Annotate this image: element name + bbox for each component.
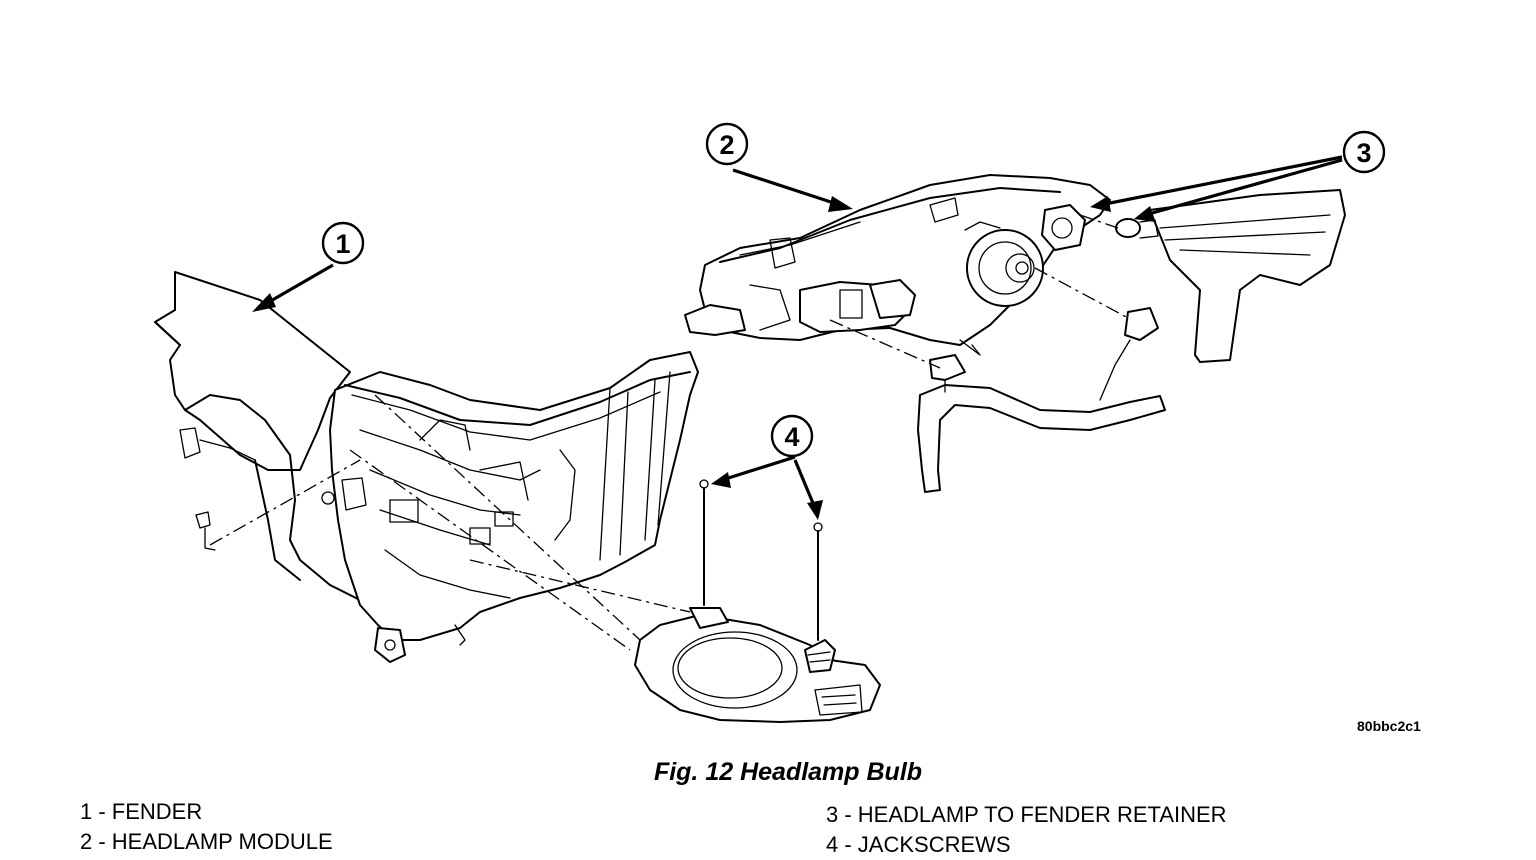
fender-retainer — [1115, 189, 1346, 363]
fender-assembly — [154, 271, 699, 663]
figure-code: 80bbc2c1 — [1357, 718, 1421, 734]
figure-caption: Fig. 12 Headlamp Bulb — [653, 758, 923, 786]
legend-item-jackscrews: 4 - JACKSCREWS — [826, 832, 1011, 857]
callout-3: 3 — [1342, 130, 1386, 174]
legend-left: 1 - FENDER 2 - HEADLAMP MODULE — [80, 797, 333, 857]
callout-1: 1 — [321, 221, 365, 265]
legend-item-retainer: 3 - HEADLAMP TO FENDER RETAINER — [826, 802, 1227, 827]
callout-arrows — [252, 155, 1343, 520]
callout-4-number: 4 — [784, 422, 799, 452]
headlamp-module — [684, 174, 1111, 356]
headlamp-lens — [634, 607, 881, 723]
legend-right: 3 - HEADLAMP TO FENDER RETAINER 4 - JACK… — [826, 800, 1227, 860]
jackscrews — [699, 479, 823, 641]
legend-item-headlamp-module: 2 - HEADLAMP MODULE — [80, 829, 333, 854]
callout-4: 4 — [770, 414, 814, 458]
alignment-lines — [209, 214, 1129, 651]
callout-2: 2 — [705, 122, 749, 166]
callout-2-number: 2 — [719, 130, 734, 160]
wiring-harness — [917, 307, 1166, 493]
legend-item-fender: 1 - FENDER — [80, 799, 203, 824]
callout-3-number: 3 — [1356, 138, 1371, 168]
callout-1-number: 1 — [335, 229, 350, 259]
